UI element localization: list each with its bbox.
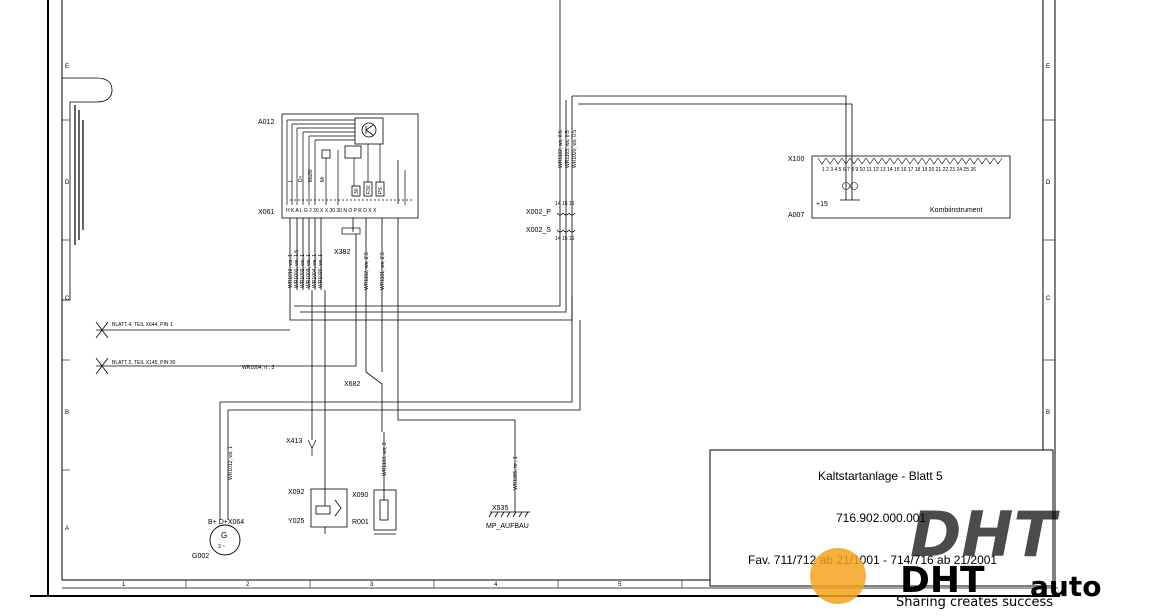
a012-inner-label: Ma30: [308, 169, 314, 182]
a007-kombi-box: [811, 155, 1011, 219]
a007-label: A007: [788, 212, 804, 219]
x002-pins-top: 14 15 16: [555, 201, 575, 207]
revision-notes-box: [62, 77, 113, 301]
a012-control-unit: [281, 113, 419, 219]
kombi-label: Kombiinstrument: [930, 207, 983, 214]
r001-glow-plug: [373, 432, 397, 535]
watermark-brand-right: auto: [1030, 570, 1101, 603]
a012-internal-lines: [286, 119, 406, 205]
x682-label: X682: [344, 381, 360, 388]
x092-label: X092: [288, 489, 304, 496]
title-block: [709, 449, 1054, 587]
g002-label: G002: [192, 553, 209, 560]
wire-label: WR1020, ws, 0.5: [572, 130, 578, 168]
row-markers-left: E D C B A: [65, 64, 70, 532]
alternator-phase: 3 ~: [218, 544, 225, 550]
x535-ground: [488, 440, 530, 518]
sheet-ref-2: BLATT 2, TEIL X145, PIN 30: [112, 360, 176, 366]
sheet-ref-1: BLATT 4, TEIL X644, PIN 1: [112, 322, 173, 328]
column-marker: 4: [494, 582, 498, 588]
a012-inner-right-label: 30: [354, 188, 360, 194]
indicator-lamps: [842, 182, 858, 190]
watermark-badge-icon: [810, 548, 866, 604]
x002p-label: X002_P: [526, 209, 551, 216]
row-marker-right: E: [1046, 64, 1050, 70]
a012-inner-label: L: [288, 179, 294, 182]
title-block-models: Fav. 711/712 ab 21/1001 - 714/716 ab 21/…: [748, 553, 997, 567]
right-bundle: [294, 90, 860, 313]
column-marker: 5: [618, 582, 622, 588]
a012-inner-label: D+: [298, 175, 304, 182]
wire-label: WR1102, ws, 0.5: [558, 130, 564, 168]
wire-label: WR1103, ws, 3: [382, 442, 388, 476]
watermark-brand-left: DHT: [900, 560, 985, 601]
title-block-drawing-number: 716.902.000.001: [836, 511, 926, 525]
y025-solenoid: [310, 484, 348, 534]
column-marker: 3: [370, 582, 374, 588]
wire-label: WR1004, ws, 1: [312, 254, 318, 288]
title-block-title: Kaltstartanlage - Blatt 5: [818, 469, 943, 483]
r001-label: R001: [352, 519, 369, 526]
watermark-big: DHT: [910, 498, 1060, 571]
x100-label: X100: [788, 156, 804, 163]
watermark: DHT DHT auto Sharing creates success: [810, 498, 1101, 610]
x413-connector: [307, 439, 317, 456]
x382-connector: [341, 227, 361, 235]
row-marker-left: E: [65, 64, 69, 70]
alternator-g: G: [221, 531, 227, 540]
x061-pins: H K A L G J 30 X X 30 30 N O P R D X X: [286, 208, 377, 214]
x100-pins: 1 2 3 4 5 6 7 8 9 10 11 12 13 14 15 16 1…: [822, 167, 976, 173]
watermark-tagline: Sharing creates success: [896, 595, 1053, 610]
wire-label: WR1003, ws, 1: [306, 254, 312, 288]
plus15-label: +15: [816, 201, 828, 208]
a012-inner-right-label: PS: [378, 187, 384, 194]
wire-label: WR1002, ws, 1: [300, 254, 306, 288]
sheet-frame: [30, 0, 1060, 597]
wire-label: WR1001, ws, 1.5: [294, 250, 300, 288]
a012-inner-right-label: F30: [366, 185, 372, 194]
left-ruler: [62, 119, 1055, 471]
wire-label: WR1102, ws, 2.5: [364, 252, 370, 290]
sheet-references: [95, 321, 290, 375]
wire-label-mid: WR1004, rt , 3: [242, 365, 274, 371]
g002-alternator: [209, 524, 241, 556]
row-marker-left: C: [65, 296, 70, 302]
wire-label: WR1103, ws, 0.5: [565, 130, 571, 168]
wire-label: WR1305, br , 1: [513, 456, 519, 490]
x413-label: X413: [286, 438, 302, 445]
x061-label: X061: [258, 209, 274, 216]
row-marker-left: B: [65, 410, 69, 416]
y025-label: Y025: [288, 518, 304, 525]
wire-label: WR1101, ws, 2.5: [380, 252, 386, 290]
a012-label: A012: [258, 119, 274, 126]
alternator-terminal-label: B+ D+X064: [208, 519, 244, 526]
column-marker: 1: [122, 582, 126, 588]
row-marker-left: D: [65, 180, 70, 186]
mp-aufbau-label: MP_AUFBAU: [486, 523, 529, 530]
a012-inner-label: Mr: [320, 176, 326, 182]
x090-label: X090: [352, 492, 368, 499]
wire-label: WR1020, ws, 1: [318, 254, 324, 288]
revision-notes-lines: [74, 105, 84, 245]
x002s-label: X002_S: [526, 227, 551, 234]
a012-wires: [219, 96, 581, 520]
column-markers: [185, 580, 683, 588]
x535-label: X535: [492, 505, 508, 512]
wire-label: WR1010, ws, 1: [288, 254, 294, 288]
wire-label: WR1012, ws, 1: [228, 446, 234, 480]
x100-pin-ticks: [817, 157, 1003, 165]
row-marker-right: C: [1046, 296, 1051, 302]
column-marker: 2: [246, 582, 250, 588]
x002-connector: [556, 212, 576, 233]
row-marker-right: D: [1046, 180, 1051, 186]
row-marker-right: B: [1046, 410, 1050, 416]
row-markers-right: E D C B: [1046, 64, 1051, 416]
x382-label: X382: [334, 249, 350, 256]
x002-pins-bottom: 14 15 16: [555, 236, 575, 242]
row-marker-left: A: [65, 526, 69, 532]
